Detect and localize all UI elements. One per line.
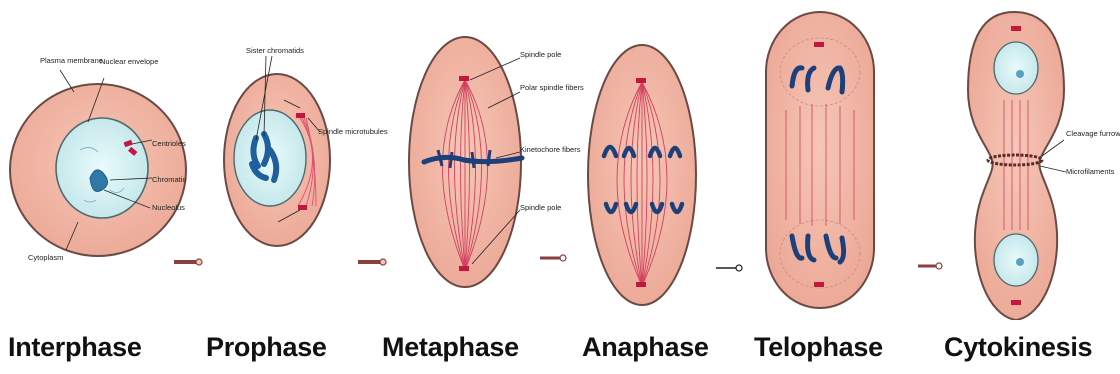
stage-title-prophase: Prophase (206, 332, 327, 363)
prophase-label-0: Sister chromatids (246, 46, 304, 55)
arrow-icon (540, 255, 566, 261)
nucleus-icon (994, 42, 1038, 94)
arrow-icon (358, 259, 386, 265)
interphase-label-4: Nucleolus (152, 203, 185, 212)
stage-title-cytokinesis: Cytokinesis (944, 332, 1092, 363)
metaphase-label-2: Kinetochore fibers (520, 145, 581, 154)
interphase-label-1: Nuclear envelope (100, 57, 158, 66)
anaphase-cell (588, 45, 696, 305)
stage-title-interphase: Interphase (8, 332, 142, 363)
cytokinesis-label-1: Microfilaments (1066, 167, 1115, 176)
nucleus-icon (56, 118, 148, 218)
metaphase-cell: Spindle pole Polar spindle fibers Kineto… (409, 37, 584, 287)
interphase-cell: Plasma membrane Nuclear envelope Centrio… (10, 56, 187, 262)
arrow-icon (716, 265, 742, 271)
stage-title-telophase: Telophase (754, 332, 883, 363)
metaphase-label-3: Spindle pole (520, 203, 561, 212)
cell-drawings: Plasma membrane Nuclear envelope Centrio… (0, 0, 1120, 320)
stage-title-anaphase: Anaphase (582, 332, 709, 363)
interphase-label-0: Plasma membrane (40, 56, 103, 65)
prophase-label-1: Spindle microtubules (318, 127, 388, 136)
interphase-label-5: Cytoplasm (28, 253, 63, 262)
interphase-label-3: Chromatin (152, 175, 187, 184)
prophase-cell: Sister chromatids Spindle microtubules (224, 46, 388, 246)
arrow-icon (918, 263, 942, 269)
cytokinesis-label-0: Cleavage furrow (1066, 129, 1120, 138)
metaphase-label-1: Polar spindle fibers (520, 83, 584, 92)
nucleus-icon (994, 234, 1038, 286)
metaphase-label-0: Spindle pole (520, 50, 561, 59)
arrow-icon (174, 259, 202, 265)
stage-title-metaphase: Metaphase (382, 332, 519, 363)
cytokinesis-cell: Cleavage furrow Microfilaments (968, 12, 1120, 320)
telophase-cell (766, 12, 874, 308)
cell-icon (766, 12, 874, 308)
interphase-label-2: Centrioles (152, 139, 186, 148)
